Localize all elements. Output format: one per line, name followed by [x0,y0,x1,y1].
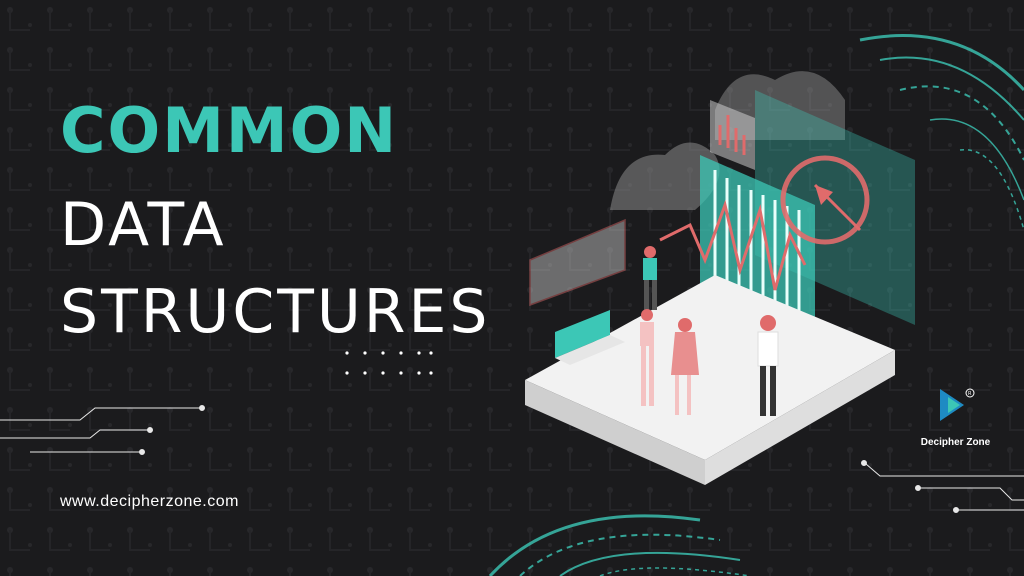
person-figure-1 [643,246,657,310]
title-line-1: DATA [60,190,227,260]
svg-text:R: R [968,391,972,397]
website-url: www.decipherzone.com [60,493,239,510]
gauge-chart [780,155,870,245]
trend-line [659,199,807,291]
person-figure-2 [640,309,654,406]
platform-top [525,275,895,460]
title-line-2: STRUCTURES [60,277,491,347]
cloud-shape [610,142,720,210]
teal-block [555,310,610,358]
circuit-lines-right [861,460,1024,513]
small-bar-chart [718,115,746,155]
platform-side-left [525,380,705,485]
glass-card-left [529,218,626,307]
title-accent: COMMON [60,94,399,167]
person-figure-3 [671,318,699,415]
teal-swirl-top-right [859,34,1024,231]
decorative-dots [345,351,433,375]
data-analytics-illustration [525,71,915,485]
person-figure-4 [757,315,779,416]
brand-name: Decipher Zone [920,437,991,448]
platform-side-right [705,350,895,485]
brand-block: R Decipher Zone [908,385,1003,448]
circuit-lines-left [0,405,205,455]
teal-swirl-bottom [488,514,751,576]
decipher-zone-logo-icon: R [939,388,974,421]
